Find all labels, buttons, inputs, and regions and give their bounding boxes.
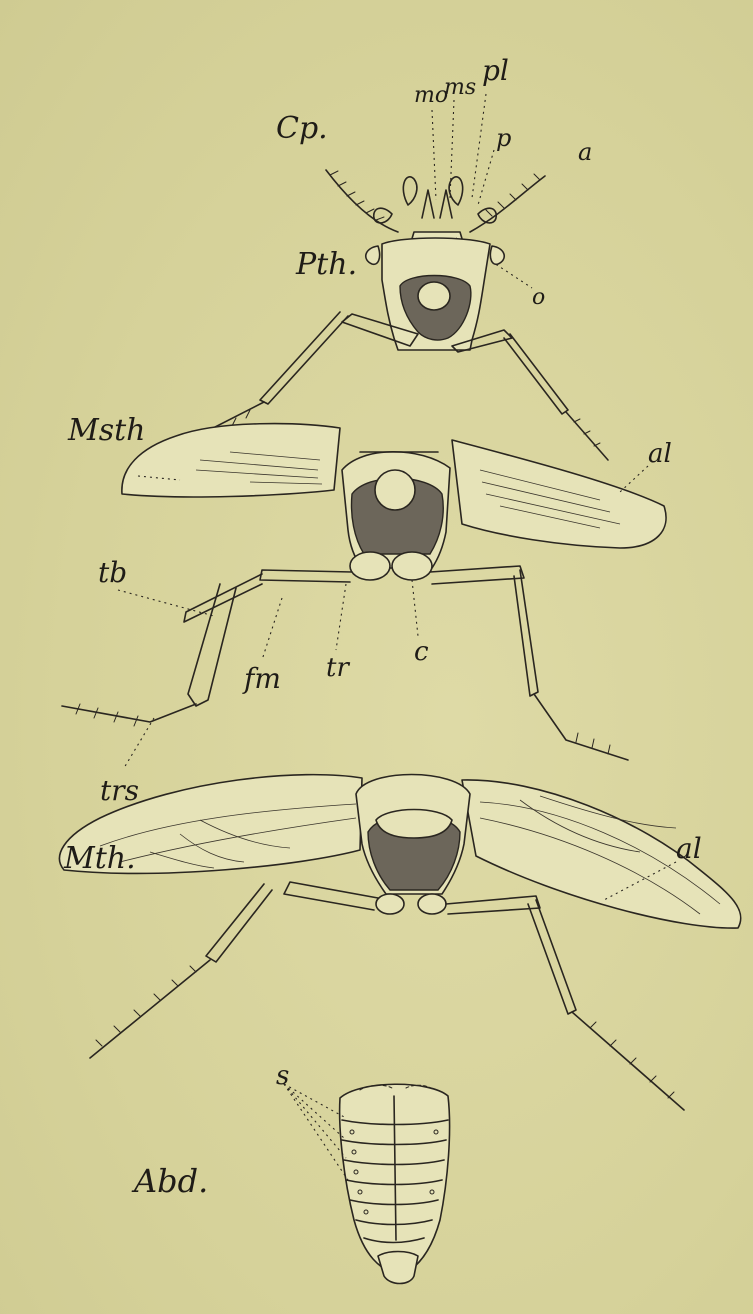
right-midleg-tibia — [514, 570, 538, 696]
right-palp — [449, 177, 463, 205]
metathorax-collar — [376, 810, 452, 839]
label-trs: trs — [100, 774, 139, 807]
left-midleg-tibia — [188, 584, 236, 706]
right-foreleg-tarsus — [566, 412, 608, 460]
right-hindleg-tarsus — [572, 1012, 684, 1110]
left-hindleg-tarsus — [90, 960, 210, 1058]
right-antenna — [470, 176, 545, 232]
left-elytron — [122, 424, 340, 497]
label-o: o — [532, 285, 545, 310]
left-antenna — [326, 170, 398, 232]
leader-fm — [262, 598, 282, 660]
label-a: a — [578, 138, 592, 166]
left-midleg-femur — [260, 570, 352, 582]
left-hindleg-femur — [284, 882, 378, 910]
label-mo: mo — [414, 83, 448, 108]
label-p: p — [496, 124, 511, 152]
right-hindleg-tibia — [528, 900, 576, 1014]
right-midleg-tarsus — [534, 694, 628, 760]
label-abd: Abd. — [131, 1162, 208, 1200]
prothorax-right-knob — [490, 246, 504, 264]
label-c: c — [414, 637, 429, 667]
left-palp — [403, 177, 417, 205]
left-midleg-trochanter — [184, 574, 262, 622]
prothorax-collar — [418, 282, 450, 310]
right-hindleg-femur — [446, 896, 540, 914]
leader-p — [478, 150, 494, 205]
label-fm: fm — [242, 662, 281, 695]
label-s: s — [276, 1061, 289, 1091]
right-midleg-femur — [430, 566, 524, 584]
label-pth: Pth. — [295, 247, 357, 282]
leader-trs — [124, 718, 154, 768]
mesothorax-collar — [375, 470, 415, 510]
leader-pl — [472, 94, 486, 198]
leader-mo — [432, 110, 436, 200]
label-mth: Mth. — [63, 841, 136, 876]
right-elytron — [452, 440, 666, 548]
mesothorax-figure — [62, 424, 666, 768]
label-msth: Msth — [67, 413, 146, 448]
leader-s-4 — [284, 1084, 348, 1180]
right-hind-coxa — [418, 894, 446, 914]
prothorax-left-knob — [366, 246, 380, 264]
leader-tb — [118, 590, 214, 616]
left-hind-coxa — [376, 894, 404, 914]
leader-s-3 — [284, 1084, 346, 1158]
leader-s-1 — [284, 1084, 346, 1118]
abdomen-tip — [378, 1252, 418, 1284]
mandibles — [422, 190, 452, 218]
label-al-1: al — [648, 439, 672, 469]
label-tr: tr — [326, 653, 350, 683]
right-mid-coxa — [392, 552, 432, 580]
left-foreleg-tibia — [260, 312, 348, 404]
left-mid-coxa — [350, 552, 390, 580]
leader-al-1 — [620, 466, 648, 492]
left-hindleg-tibia — [206, 884, 272, 962]
label-cp: Cp. — [276, 111, 328, 146]
labels: Cp. mo ms pl p a o Pth. Msth al tb fm tr… — [63, 54, 702, 1200]
label-ms: ms — [444, 75, 476, 100]
metathorax-figure — [60, 775, 741, 1111]
label-al-2: al — [676, 832, 702, 865]
right-foreleg-tibia — [504, 334, 568, 414]
left-midleg-tarsus — [62, 704, 196, 722]
leader-c — [412, 580, 418, 636]
leader-tr — [336, 584, 346, 650]
label-pl: pl — [482, 54, 509, 87]
label-tb: tb — [98, 556, 127, 589]
abdomen-figure — [284, 1084, 450, 1284]
